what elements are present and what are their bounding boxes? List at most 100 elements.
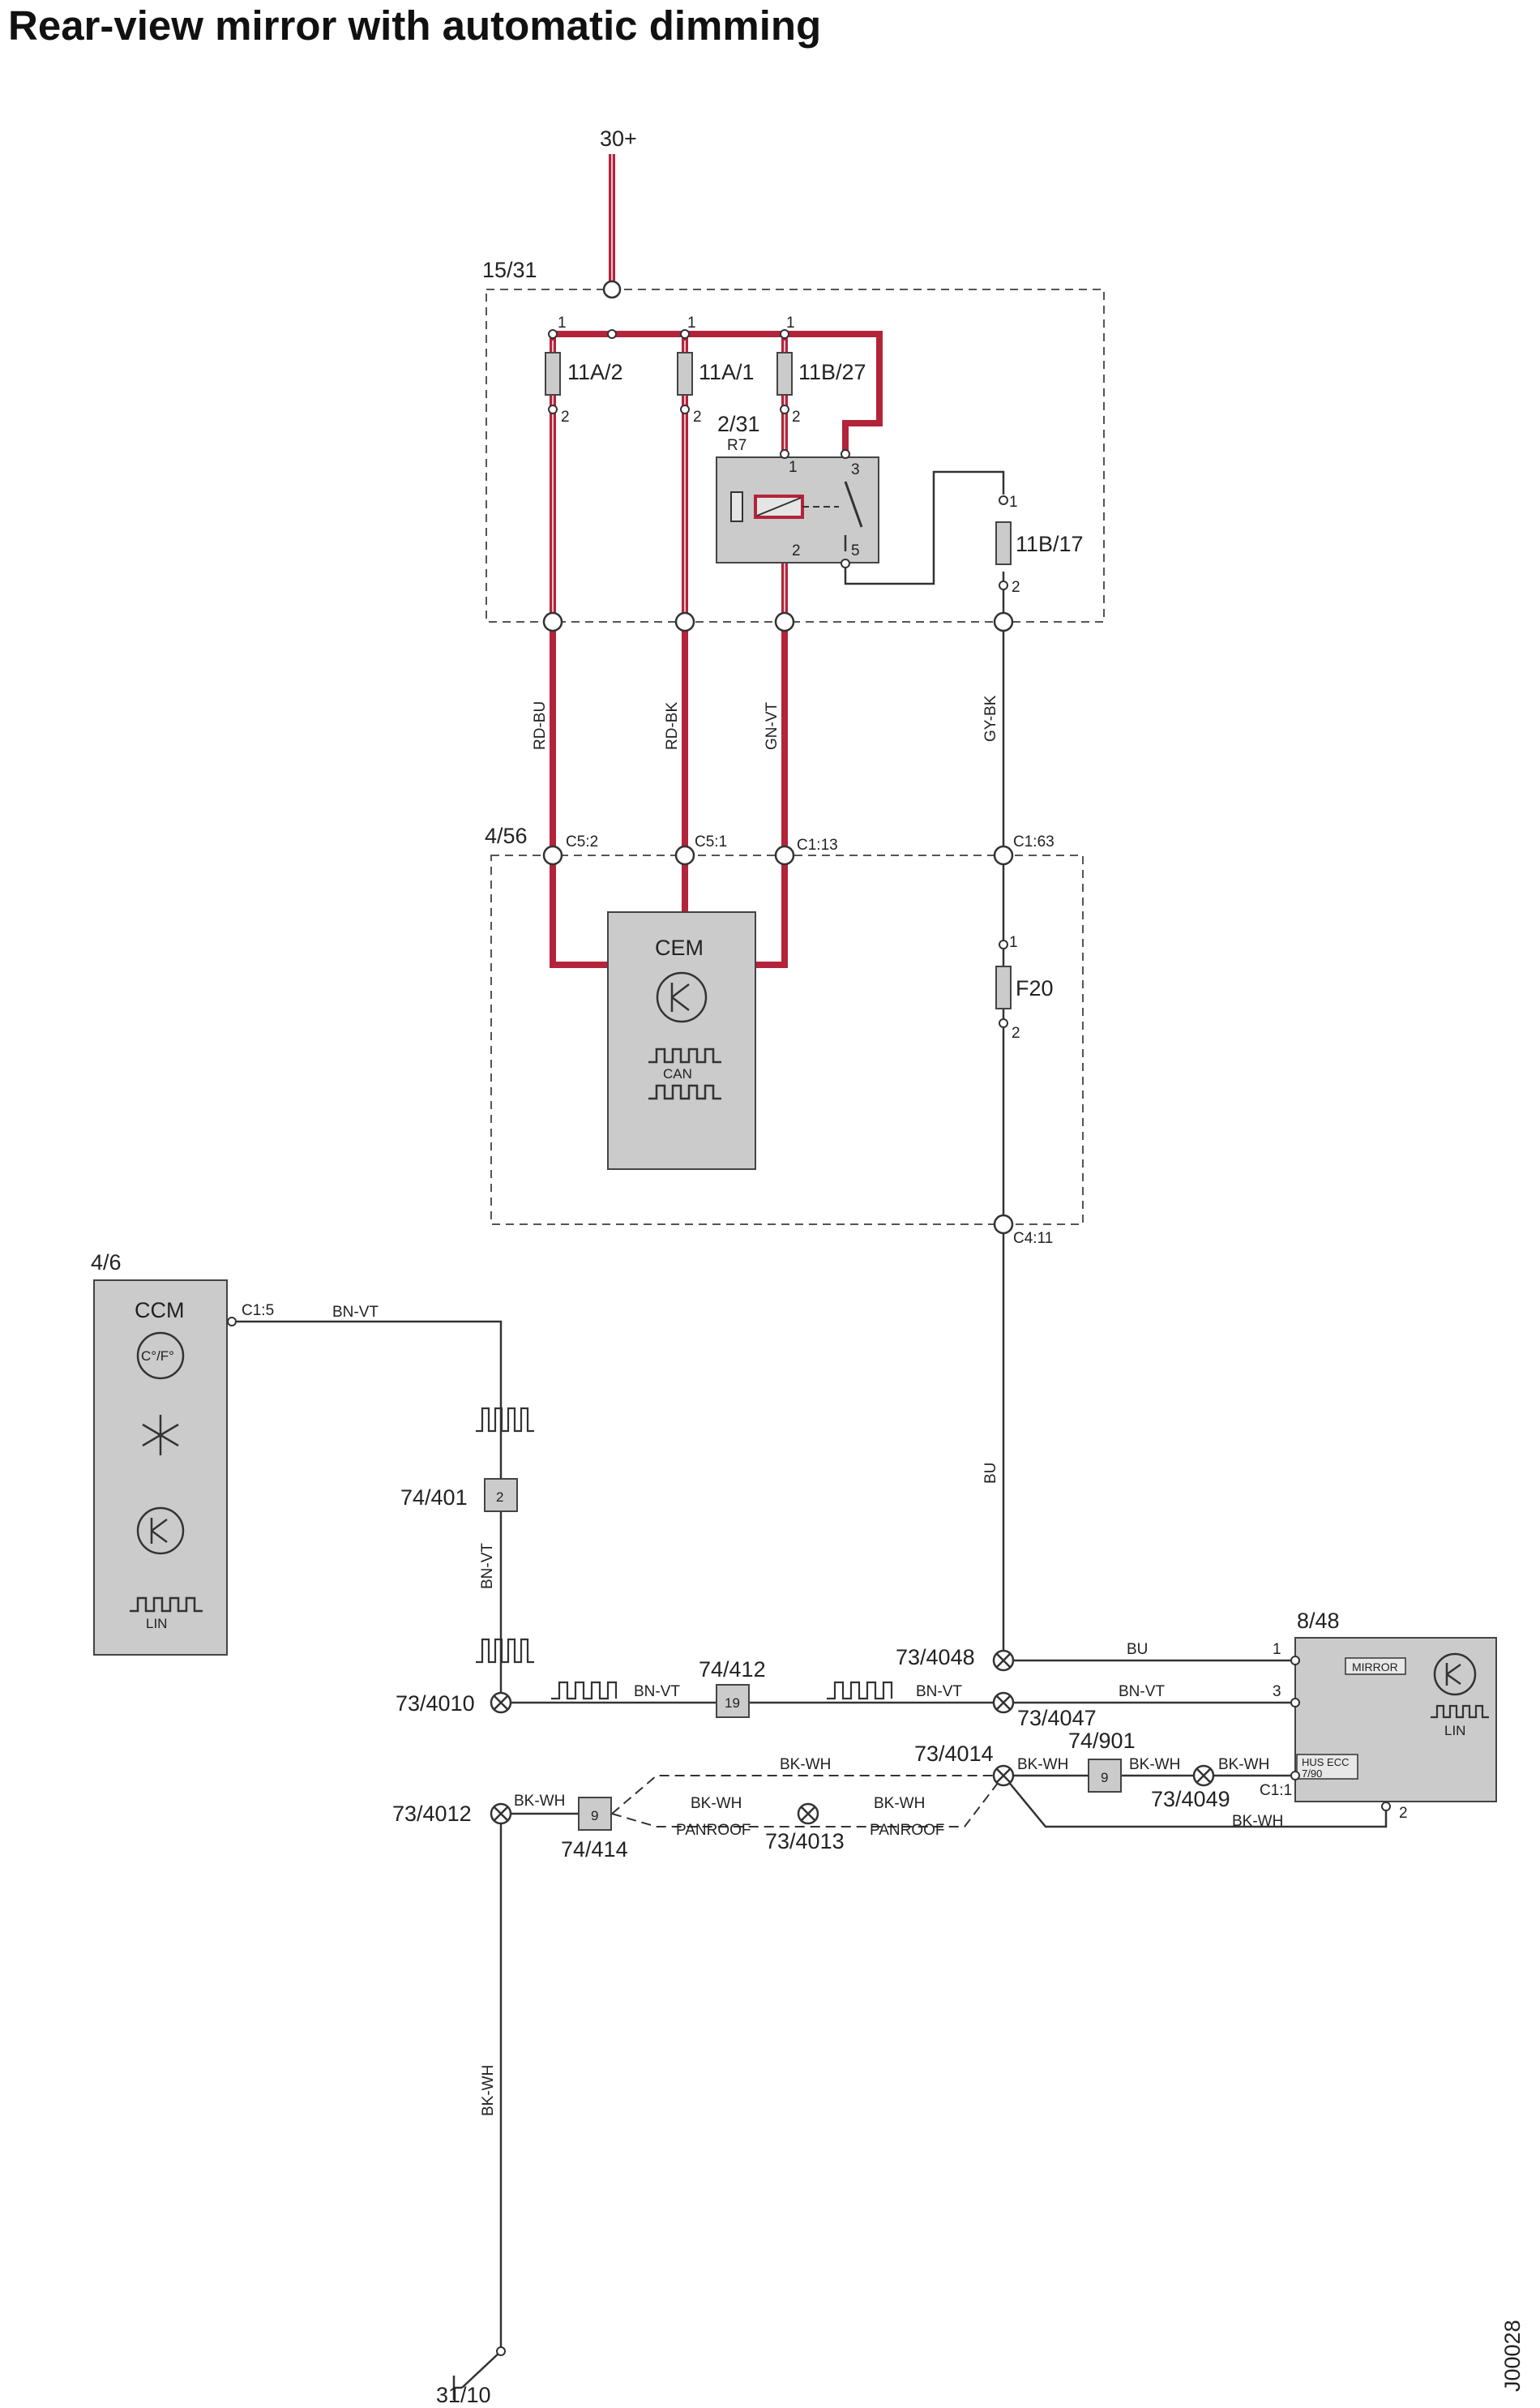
labels: 30+ 15/31 1 1 1 11A/2 11A/1 11B/27 2 2 2… (91, 126, 1525, 2407)
svg-text:11A/2: 11A/2 (567, 360, 623, 384)
svg-text:CCM: CCM (135, 1298, 185, 1322)
svg-text:2: 2 (561, 409, 570, 426)
svg-text:73/4010: 73/4010 (396, 1691, 475, 1716)
fuse-f20 (995, 966, 1012, 1009)
svg-text:C°/F°: C°/F° (141, 1348, 174, 1364)
fuse-11a1 (677, 352, 693, 396)
svg-text:BK-WH: BK-WH (1017, 1756, 1068, 1773)
svg-text:73/4048: 73/4048 (896, 1645, 975, 1669)
svg-text:C4:11: C4:11 (1013, 1230, 1053, 1247)
svg-text:BK-WH: BK-WH (480, 2065, 497, 2116)
svg-text:CAN: CAN (663, 1066, 692, 1082)
svg-text:2/31: 2/31 (717, 412, 760, 436)
svg-text:2: 2 (496, 1489, 503, 1505)
svg-text:BK-WH: BK-WH (691, 1795, 742, 1812)
svg-text:GY-BK: GY-BK (982, 695, 999, 742)
transistor-icon (656, 971, 708, 1023)
splices (490, 1649, 1215, 1825)
svg-text:PANROOF: PANROOF (676, 1822, 751, 1839)
svg-text:73/4012: 73/4012 (392, 1802, 472, 1826)
fuse-11b27 (776, 352, 793, 396)
svg-text:73/4013: 73/4013 (765, 1829, 845, 1853)
can-pulse-icon (648, 1048, 721, 1064)
svg-text:BK-WH: BK-WH (1129, 1756, 1180, 1773)
svg-text:BU: BU (982, 1463, 999, 1484)
svg-text:1: 1 (1009, 934, 1018, 951)
lin-signal-icons (476, 1407, 893, 1700)
splice-73-4013 (797, 1802, 819, 1825)
svg-text:9: 9 (591, 1808, 598, 1823)
svg-text:3: 3 (1273, 1683, 1281, 1700)
svg-text:C1:1: C1:1 (1260, 1782, 1292, 1799)
svg-text:4/56: 4/56 (485, 824, 528, 848)
svg-text:C1:63: C1:63 (1013, 833, 1054, 851)
cem-module (607, 911, 756, 1170)
connector-74-901 (1088, 1759, 1122, 1793)
ccm-module (93, 1279, 228, 1656)
junction-30plus (602, 280, 622, 299)
junctions (542, 280, 1014, 1235)
svg-text:BN-VT: BN-VT (1119, 1683, 1165, 1700)
svg-text:4/6: 4/6 (91, 1250, 122, 1275)
svg-text:BN-VT: BN-VT (634, 1683, 680, 1700)
svg-text:C1:13: C1:13 (797, 837, 838, 854)
svg-text:R7: R7 (727, 437, 746, 454)
svg-text:BK-WH: BK-WH (1218, 1756, 1269, 1773)
svg-text:LIN: LIN (146, 1616, 167, 1631)
splice-73-4049 (1192, 1764, 1215, 1787)
svg-text:LIN: LIN (1444, 1723, 1465, 1738)
svg-text:GN-VT: GN-VT (764, 702, 781, 751)
svg-text:19: 19 (725, 1695, 740, 1711)
panroof-wires (611, 1775, 1004, 1827)
connector-74-414 (578, 1797, 612, 1831)
svg-text:PANROOF: PANROOF (870, 1822, 945, 1839)
svg-text:7/90: 7/90 (1302, 1767, 1322, 1780)
svg-text:1: 1 (789, 459, 798, 476)
fuses (545, 352, 1012, 1009)
svg-text:2: 2 (1012, 579, 1020, 596)
svg-text:30+: 30+ (600, 126, 637, 151)
svg-text:1: 1 (687, 315, 696, 332)
svg-text:C1:5: C1:5 (242, 1302, 274, 1319)
svg-text:3: 3 (851, 461, 860, 478)
svg-text:74/412: 74/412 (699, 1657, 766, 1682)
snowflake-icon (142, 1415, 179, 1455)
mirror-module (1294, 1637, 1497, 1802)
svg-text:MIRROR: MIRROR (1352, 1660, 1398, 1673)
relay-r7 (716, 456, 879, 563)
svg-text:HUS ECC: HUS ECC (1302, 1756, 1350, 1768)
svg-text:1: 1 (1009, 494, 1018, 511)
svg-text:11B/27: 11B/27 (798, 360, 866, 384)
svg-text:BU: BU (1127, 1641, 1148, 1658)
svg-text:73/4047: 73/4047 (1017, 1706, 1097, 1730)
svg-text:BN-VT: BN-VT (479, 1543, 496, 1589)
fuse-box-frame (486, 289, 1105, 623)
svg-text:F20: F20 (1016, 976, 1054, 1000)
svg-text:11B/17: 11B/17 (1016, 532, 1084, 556)
svg-text:BK-WH: BK-WH (514, 1793, 565, 1810)
svg-text:2: 2 (1399, 1805, 1408, 1822)
svg-text:2: 2 (792, 409, 801, 426)
svg-text:9: 9 (1101, 1770, 1108, 1785)
page-title: Rear-view mirror with automatic dimming (8, 2, 822, 49)
svg-text:RD-BK: RD-BK (664, 702, 681, 750)
svg-text:C5:2: C5:2 (566, 833, 598, 851)
svg-text:73/4014: 73/4014 (914, 1742, 994, 1766)
connector-74-401 (484, 1478, 518, 1512)
lin-pulse-icon (130, 1596, 203, 1613)
lin-pulse-icon (1431, 1704, 1489, 1719)
transistor-icon (136, 1506, 185, 1555)
svg-text:74/401: 74/401 (400, 1485, 468, 1510)
connector-blocks (484, 1478, 1122, 1831)
fuse-11a2 (545, 352, 561, 396)
pin-dots (227, 329, 1391, 2356)
splice-73-4012 (490, 1802, 512, 1825)
svg-text:RD-BU: RD-BU (532, 701, 549, 750)
svg-text:2: 2 (1012, 1025, 1020, 1042)
fuse-11b17 (995, 521, 1012, 565)
svg-text:BK-WH: BK-WH (1232, 1813, 1283, 1830)
svg-text:11A/1: 11A/1 (699, 360, 755, 384)
svg-text:31/10: 31/10 (436, 2383, 491, 2407)
splice-73-4010 (490, 1691, 512, 1714)
transistor-icon (1433, 1652, 1477, 1696)
